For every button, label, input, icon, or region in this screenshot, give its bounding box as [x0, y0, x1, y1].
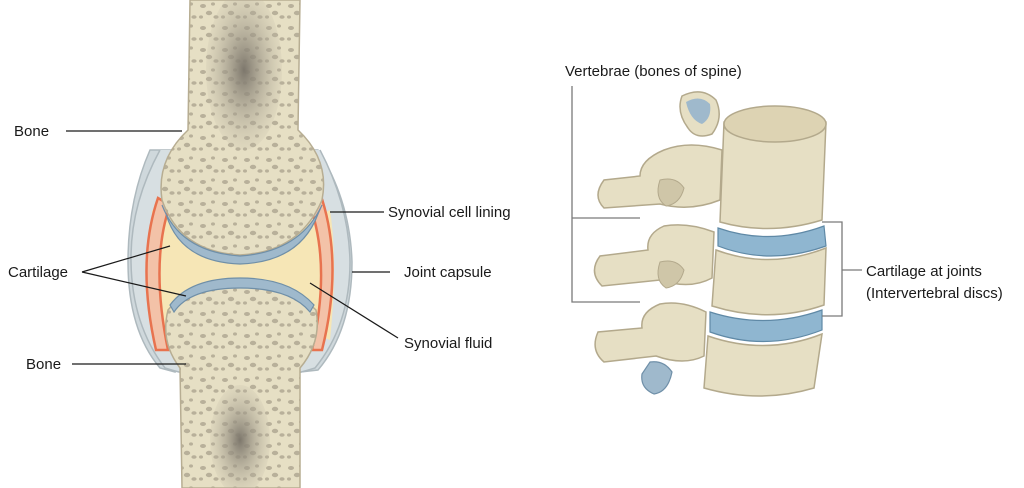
label-cartilage-at-joints: Cartilage at joints [866, 263, 982, 280]
facet-middle-1 [657, 178, 685, 207]
facet-top-cartilage [686, 98, 711, 124]
leader-cartilage-lower [81, 271, 187, 297]
label-joint-capsule: Joint capsule [404, 264, 492, 281]
facet-bottom [641, 361, 673, 395]
label-cartilage: Cartilage [8, 264, 68, 281]
synovial-lining-left [145, 196, 172, 352]
vertebra-body-3 [703, 332, 823, 397]
label-synovial-fluid: Synovial fluid [404, 335, 492, 352]
label-bone-top: Bone [14, 123, 49, 140]
vertebral-bodies [703, 105, 827, 397]
leader-synovial-fluid [309, 282, 399, 339]
spine-diagram: Vertebrae (bones of spine) Cartilage at … [565, 63, 1003, 397]
lower-cartilage [169, 277, 315, 314]
posterior-processes [593, 91, 723, 395]
disc-2 [709, 309, 823, 343]
label-synovial-cell-lining: Synovial cell lining [388, 204, 511, 221]
vertebra-top-surface [723, 105, 827, 143]
vertebrae-bracket [571, 86, 640, 303]
synovial-joint-diagram: Bone Cartilage Bone Synovial cell lining… [8, 0, 511, 488]
process-1 [597, 144, 723, 209]
label-vertebrae: Vertebrae (bones of spine) [565, 63, 742, 80]
vertebra-body-2 [711, 246, 827, 316]
disc-1 [717, 225, 827, 257]
disc-bracket [822, 221, 843, 317]
upper-cartilage [161, 204, 323, 265]
process-2 [593, 224, 715, 287]
label-bone-bottom: Bone [26, 356, 61, 373]
label-intervertebral-discs: (Intervertebral discs) [866, 285, 1003, 302]
lower-marrow [210, 385, 270, 488]
leader-cartilage-upper [81, 245, 171, 273]
upper-marrow [206, 0, 282, 150]
facet-middle-2 [657, 260, 685, 289]
process-3 [594, 302, 707, 363]
